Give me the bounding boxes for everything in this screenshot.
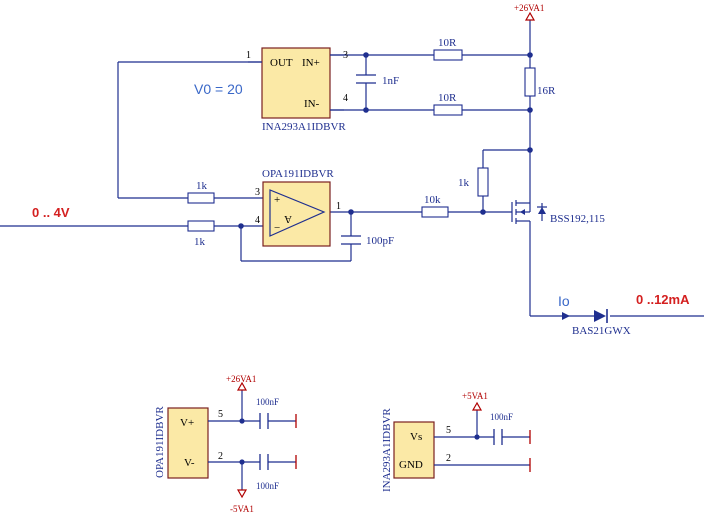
- opa191-vp-capacitor-label: 100nF: [256, 397, 279, 407]
- ina293-pin-out: OUT: [270, 57, 293, 69]
- opa191-pin-vp: V+: [180, 417, 194, 429]
- capacitor-1nf-label: 1nF: [382, 75, 399, 87]
- vdd5-label: +5VA1: [462, 391, 488, 401]
- resistor-16r[interactable]: 16R: [524, 67, 556, 97]
- opa191-glyph: A: [284, 213, 292, 225]
- opa191-num-vm: 2: [218, 451, 223, 462]
- resistor-10r-top[interactable]: 10R: [433, 37, 463, 61]
- resistor-1k-pull[interactable]: 1k: [458, 167, 489, 197]
- resistor-1k-input-label: 1k: [194, 236, 206, 248]
- ina293-pin-inm: IN-: [304, 98, 320, 110]
- capacitor-100pf[interactable]: 100pF: [341, 235, 394, 247]
- resistor-10r-bottom-label: 10R: [438, 92, 457, 104]
- wires: [0, 20, 704, 320]
- mosfet-label: BSS192,115: [550, 213, 605, 225]
- capacitor-100pf-label: 100pF: [366, 235, 394, 247]
- diode-label: BAS21GWX: [572, 325, 631, 337]
- input-range-label: 0 .. 4V: [32, 205, 70, 220]
- opa191-name: OPA191IDBVR: [262, 168, 334, 180]
- mosfet-bss192[interactable]: BSS192,115: [511, 194, 605, 228]
- vdd5-symbol: +5VA1: [462, 391, 488, 411]
- ina293-pin-vs: Vs: [410, 431, 422, 443]
- ina293-vs-capacitor[interactable]: 100nF: [490, 412, 513, 445]
- resistor-1k-feedback[interactable]: 1k: [187, 180, 215, 204]
- resistor-1k-feedback-label: 1k: [196, 180, 208, 192]
- ina293-block[interactable]: OUT IN+ IN- 1 3 4 INA293A1IDBVR: [246, 47, 348, 133]
- ina293-num-inm: 4: [343, 93, 348, 104]
- opa191-power-name: OPA191IDBVR: [154, 406, 166, 478]
- opa191-vp-capacitor[interactable]: 100nF: [256, 397, 279, 429]
- io-label: Io: [558, 293, 570, 309]
- opa191-power-wires: [208, 390, 297, 490]
- resistor-1k-input[interactable]: 1k: [187, 220, 215, 248]
- resistor-1k-pull-label: 1k: [458, 177, 470, 189]
- vdd26-label-top: +26VA1: [514, 3, 544, 13]
- ina293-pin-gnd: GND: [399, 459, 423, 471]
- ina293-pin-inp: IN+: [302, 57, 320, 69]
- ina293-vs-capacitor-label: 100nF: [490, 412, 513, 422]
- resistor-10k-gate-label: 10k: [424, 194, 441, 206]
- ina293-power-wires: [434, 410, 531, 472]
- resistor-10r-top-label: 10R: [438, 37, 457, 49]
- ina293-num-inp: 3: [343, 50, 348, 61]
- ina293-power-block[interactable]: Vs GND INA293A1IDBVR 5 2: [381, 408, 451, 492]
- opa191-num-inp: 3: [255, 187, 260, 198]
- opa191-block[interactable]: + − A 3 4 1 OPA191IDBVR: [255, 168, 341, 247]
- ina293-name: INA293A1IDBVR: [262, 121, 346, 133]
- vss5-symbol: -5VA1: [230, 489, 254, 514]
- junctions: [238, 52, 533, 229]
- vdd26-symbol-top: +26VA1: [514, 3, 544, 21]
- v0-annotation: V0 = 20: [194, 81, 243, 97]
- ina293-num-gnd: 2: [446, 453, 451, 464]
- ina293-power-name: INA293A1IDBVR: [381, 408, 393, 492]
- diode-bas21[interactable]: BAS21GWX: [572, 309, 631, 337]
- opa191-vm-capacitor[interactable]: 100nF: [256, 454, 279, 491]
- opa191-num-out: 1: [336, 201, 341, 212]
- opa191-num-inm: 4: [255, 215, 260, 226]
- output-range-label: 0 ..12mA: [636, 292, 690, 307]
- opa191-power-block[interactable]: V+ V- OPA191IDBVR 5 2: [154, 406, 223, 479]
- resistor-10r-bottom[interactable]: 10R: [433, 92, 463, 116]
- capacitor-1nf[interactable]: 1nF: [356, 74, 399, 87]
- resistor-16r-label: 16R: [537, 85, 556, 97]
- vdd26-label-bottom: +26VA1: [226, 374, 256, 384]
- resistor-10k-gate[interactable]: 10k: [421, 194, 449, 218]
- opa191-minus-sign: −: [274, 222, 280, 234]
- ina293-num-vs: 5: [446, 425, 451, 436]
- opa191-plus-sign: +: [274, 194, 280, 206]
- vdd26-symbol-bottom: +26VA1: [226, 374, 256, 391]
- opa191-pin-vm: V-: [184, 457, 195, 469]
- opa191-vm-capacitor-label: 100nF: [256, 481, 279, 491]
- vss5-label: -5VA1: [230, 504, 254, 514]
- opa191-num-vp: 5: [218, 409, 223, 420]
- ina293-num-out: 1: [246, 50, 251, 61]
